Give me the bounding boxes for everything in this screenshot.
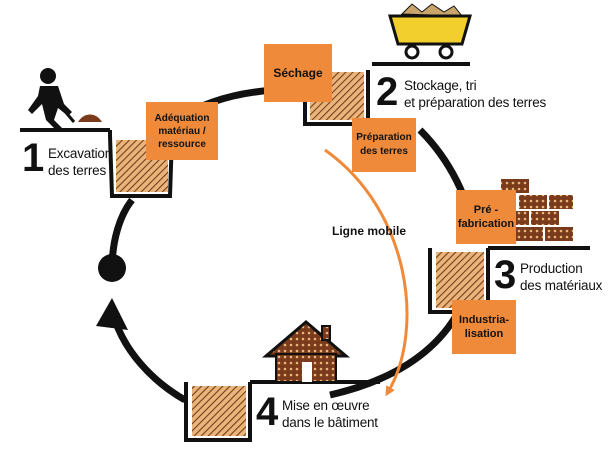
house-icon xyxy=(261,320,351,383)
cycle-dot xyxy=(98,254,126,282)
step-4-label-line1: Mise en œuvre xyxy=(282,398,370,413)
box-industrialisation: Industria- lisation xyxy=(452,300,516,354)
step-3-label-line2: des matériaux xyxy=(520,278,603,293)
box-sechage: Séchage xyxy=(264,44,332,102)
cycle-arrowhead xyxy=(96,298,128,330)
worker-digging-icon xyxy=(28,68,102,130)
step-2-label-line2: et préparation des terres xyxy=(404,95,547,110)
mobile-line-label: Ligne mobile xyxy=(332,224,407,238)
step-3-platform xyxy=(428,246,590,314)
step-3-label-line1: Production xyxy=(520,261,583,276)
mobile-line-arrow xyxy=(324,148,409,397)
step-1-label-line2: des terres xyxy=(48,163,107,178)
box-preparation: Préparation des terres xyxy=(352,118,416,172)
step-2-label-line1: Stockage, tri xyxy=(404,78,477,93)
step-1-number: 1 xyxy=(22,136,45,180)
step-3-number: 3 xyxy=(494,253,517,297)
step-4-label-line2: dans le bâtiment xyxy=(282,415,378,430)
mine-cart-icon xyxy=(388,3,472,60)
box-adequation: Adéquation matériau / ressource xyxy=(146,102,218,160)
step-2-number: 2 xyxy=(376,70,399,114)
step-4-number: 4 xyxy=(256,390,279,434)
step-1-label-line1: Excavation xyxy=(48,146,113,161)
step-4-platform xyxy=(184,380,380,442)
box-prefabrication: Pré - fabrication xyxy=(456,190,516,244)
